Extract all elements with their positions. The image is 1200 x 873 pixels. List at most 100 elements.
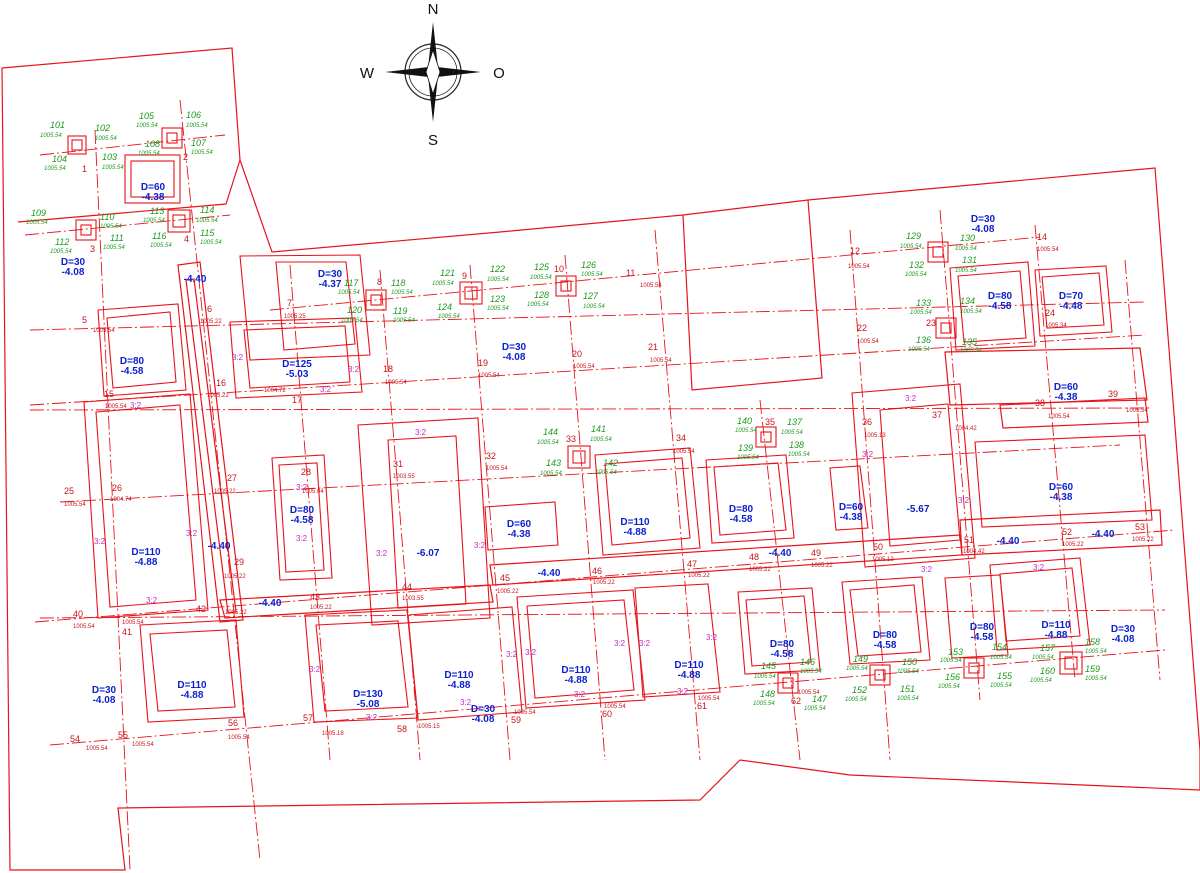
axis-point-number: 21 — [648, 342, 658, 352]
pit-label-d: D=30 — [971, 214, 996, 225]
pit-label-d: D=80 — [988, 291, 1013, 302]
pit-label-depth: -4.88 — [1045, 630, 1068, 641]
survey-point-elevation: 1005.54 — [955, 268, 977, 274]
axis-point-elevation: 1005.54 — [86, 746, 108, 752]
pit-label-depth: -5.67 — [907, 504, 930, 515]
survey-point-elevation: 1005.54 — [960, 348, 982, 354]
pit-label-depth: -4.08 — [93, 695, 116, 706]
slope-ratio-label: 3:2 — [862, 450, 874, 459]
survey-point-number: 158 — [1085, 637, 1100, 647]
axis-point-elevation: 1005.54 — [478, 373, 500, 379]
survey-point-elevation: 1005.54 — [990, 683, 1012, 689]
axis-point-number: 44 — [402, 582, 412, 592]
survey-point-number: 156 — [945, 672, 960, 682]
axis-point-number: 56 — [228, 718, 238, 728]
survey-point-number: 117 — [344, 278, 359, 288]
survey-point-elevation: 1005.54 — [955, 246, 977, 252]
axis-point-number: 57 — [303, 713, 313, 723]
pit-label-depth: -4.38 — [1055, 392, 1078, 403]
survey-point-number: 150 — [902, 657, 917, 667]
slope-ratio-label: 3:2 — [296, 534, 308, 543]
survey-point-elevation: 1005.54 — [186, 123, 208, 129]
axis-point-number: 61 — [697, 701, 707, 711]
axis-point-number: 51 — [964, 535, 974, 545]
pit-label-depth: -4.37 — [319, 279, 342, 290]
pit-label-d: D=110 — [131, 547, 161, 558]
pit-label-depth: -4.08 — [972, 224, 995, 235]
slope-ratio-label: 3:2 — [232, 353, 244, 362]
axis-point-number: 42 — [196, 604, 206, 614]
axis-point-elevation: 1005.54 — [698, 696, 720, 702]
pit-label-depth: -4.88 — [624, 527, 647, 538]
axis-point-elevation: 1005.22 — [310, 605, 332, 611]
trench-depth-label: -4.40 — [769, 548, 792, 559]
axis-point-number: 43 — [310, 592, 320, 602]
axis-point-number: 17 — [292, 395, 302, 405]
axis-point-elevation: 1005.22 — [214, 489, 236, 495]
pit-label-d: D=30 — [471, 704, 496, 715]
survey-point-number: 145 — [761, 661, 777, 671]
axis-point-elevation: 1005.54 — [604, 704, 626, 710]
pit-d60-mid — [484, 501, 559, 551]
axis-point-elevation: 1005.54 — [64, 502, 86, 508]
survey-point-elevation: 1005.54 — [804, 706, 826, 712]
survey-point-elevation: 1005.54 — [50, 249, 72, 255]
pit-d80-b6 — [841, 576, 931, 665]
axis-point-number: 24 — [1045, 308, 1055, 318]
slope-ratio-label: 3:2 — [130, 401, 142, 410]
slope-labels: 3:2 3:2 3:2 3:2 3:2 3:2 3:2 3:2 3:2 3:2 … — [94, 353, 1045, 722]
axis-point-elevation: 1005.54 — [857, 339, 879, 345]
pit-d110-bottom-left — [139, 619, 245, 723]
pit-label-d: D=80 — [770, 639, 795, 650]
survey-point-elevation: 1005.54 — [391, 290, 413, 296]
slope-ratio-label: 3:2 — [309, 665, 321, 674]
axis-point-number: 26 — [112, 483, 122, 493]
survey-point-number: 138 — [789, 440, 804, 450]
axis-point-number: 11 — [626, 268, 635, 278]
survey-point-elevation: 1005.54 — [95, 136, 117, 142]
survey-point-number: 152 — [852, 685, 867, 695]
survey-point-number: 132 — [909, 260, 924, 270]
slope-ratio-label: 3:2 — [94, 537, 106, 546]
survey-point-number: 122 — [490, 264, 505, 274]
survey-point-number: 143 — [546, 458, 561, 468]
slope-ratio-label: 3:2 — [614, 639, 626, 648]
axis-point-elevation: 1005.54 — [514, 710, 536, 716]
survey-point-elevation: 1005.54 — [44, 166, 66, 172]
axis-point-number: 12 — [850, 246, 860, 256]
survey-point-number: 115 — [200, 228, 215, 238]
survey-point-elevation: 1005.54 — [40, 133, 62, 139]
slope-ratio-label: 3:2 — [460, 698, 472, 707]
axis-point-number: 20 — [572, 349, 582, 359]
pit-label-depth: -4.08 — [1112, 634, 1135, 645]
pit-label-depth: -4.58 — [771, 649, 794, 660]
pit-label-depth: -5.08 — [357, 699, 380, 710]
survey-point-number: 123 — [490, 294, 505, 304]
site-boundary-line — [1, 47, 1200, 871]
trench-depth-label: -4.40 — [259, 598, 282, 609]
axis-point-number: 22 — [857, 323, 867, 333]
survey-point-number: 112 — [55, 237, 69, 247]
survey-point-number: 159 — [1085, 664, 1100, 674]
survey-point-number: 146 — [800, 657, 815, 667]
trenches — [177, 261, 1163, 623]
survey-point-number: 154 — [992, 642, 1007, 652]
axis-point-number: 45 — [500, 573, 510, 583]
pit-d60-narrow — [829, 465, 869, 531]
axis-point-number: 50 — [873, 542, 883, 552]
axis-point-number: 5 — [82, 315, 87, 325]
pit-label-d: D=60 — [1049, 482, 1074, 493]
pit-label-depth: -4.58 — [121, 366, 144, 377]
compass-south-label: S — [428, 132, 438, 149]
axis-point-number: 1 — [82, 164, 87, 174]
survey-point-number: 148 — [760, 689, 775, 699]
pit-labels: D=60-4.38 D=30-4.08 D=30-4.37 D=125-5.03… — [61, 182, 1136, 725]
axis-point-elevation: 1005.22 — [200, 319, 222, 325]
survey-point-elevation: 1005.54 — [537, 440, 559, 446]
pit-label-d: D=80 — [873, 630, 898, 641]
axis-point-number: 8 — [377, 277, 382, 287]
survey-point-number: 155 — [997, 671, 1013, 681]
survey-point-elevation: 1005.54 — [1030, 678, 1052, 684]
axis-point-number: 47 — [687, 559, 697, 569]
